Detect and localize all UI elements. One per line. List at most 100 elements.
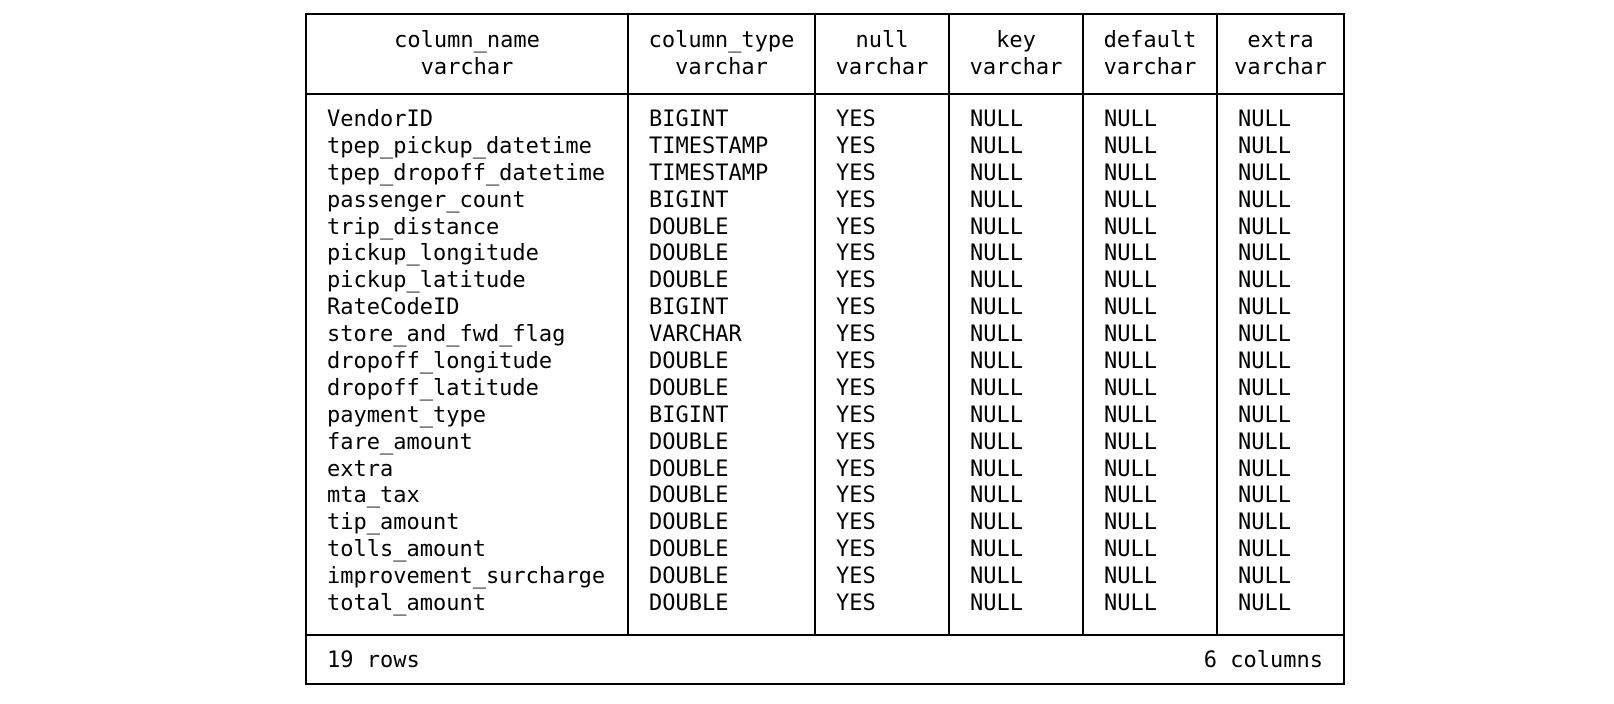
table-cell: DOUBLE — [649, 241, 729, 267]
table-cell: DOUBLE — [649, 429, 729, 455]
table-cell: NULL — [1238, 160, 1291, 186]
column-header-type: varchar — [969, 55, 1063, 80]
column-header-type: varchar — [1103, 55, 1197, 80]
table-cell: YES — [836, 107, 876, 132]
table-cell: NULL — [1238, 456, 1291, 482]
table-cell: NULL — [1104, 564, 1157, 590]
table-cell: NULL — [1104, 295, 1157, 321]
table-cell: YES — [836, 295, 876, 321]
table-cell: NULL — [970, 107, 1023, 132]
table-cell: NULL — [1104, 160, 1157, 186]
table-cell: tip_amount — [327, 510, 460, 536]
table-cell: NULL — [1104, 349, 1157, 375]
table-cell: TIMESTAMP — [649, 133, 769, 159]
table-cell: NULL — [970, 375, 1023, 401]
table-footer: 19 rows 6 columns — [307, 634, 1343, 685]
table-cell: payment_type — [327, 402, 486, 428]
table-cell: DOUBLE — [649, 591, 729, 617]
table-cell: NULL — [1238, 268, 1291, 294]
table-cell: NULL — [970, 322, 1023, 348]
table-cell: NULL — [1104, 241, 1157, 267]
table-cell: NULL — [1238, 429, 1291, 455]
table-cell: YES — [836, 322, 876, 348]
table-cell: NULL — [970, 591, 1023, 617]
table-cell: YES — [836, 375, 876, 401]
table-cell: YES — [836, 133, 876, 159]
column-header-type: varchar — [675, 55, 768, 80]
table-cell: NULL — [1238, 133, 1291, 159]
table-cell: VARCHAR — [649, 322, 742, 348]
table-cell: NULL — [1104, 456, 1157, 482]
row-count: 19 rows — [327, 648, 420, 673]
table-cell: DOUBLE — [649, 456, 729, 482]
table-cell: NULL — [1104, 429, 1157, 455]
table-cell: YES — [836, 268, 876, 294]
table-cell: VendorID — [327, 107, 433, 132]
table-cell: improvement_surcharge — [327, 564, 606, 590]
table-cell: YES — [836, 483, 876, 509]
table-cell: NULL — [1104, 187, 1157, 213]
table-cell: DOUBLE — [649, 537, 729, 563]
table-cell: passenger_count — [327, 187, 526, 213]
table-cell: NULL — [1104, 375, 1157, 401]
table-cell: tolls_amount — [327, 537, 486, 563]
table-cell: trip_distance — [327, 214, 500, 240]
table-cell: NULL — [970, 429, 1023, 455]
table-cell: extra — [327, 456, 394, 482]
table-cell: NULL — [1238, 375, 1291, 401]
table-cell: TIMESTAMP — [649, 160, 769, 186]
table-cell: DOUBLE — [649, 214, 729, 240]
table-cell: NULL — [970, 483, 1023, 509]
table-cell: NULL — [1104, 268, 1157, 294]
table-cell: NULL — [1104, 510, 1157, 536]
table-cell: fare_amount — [327, 429, 473, 455]
table-cell: NULL — [1104, 133, 1157, 159]
table-cell: YES — [836, 214, 876, 240]
table-cell: YES — [836, 510, 876, 536]
table-cell: tpep_pickup_datetime — [327, 133, 592, 159]
table-cell: YES — [836, 456, 876, 482]
table-cell: NULL — [970, 402, 1023, 428]
table-cell: pickup_latitude — [327, 268, 526, 294]
column-header-name: key — [996, 28, 1036, 53]
table-cell: YES — [836, 429, 876, 455]
column-header-name: column_type — [648, 28, 795, 53]
table-cell: YES — [836, 402, 876, 428]
table-cell: NULL — [1238, 214, 1291, 240]
table-cell: NULL — [970, 241, 1023, 267]
table-cell: YES — [836, 591, 876, 617]
table-cell: NULL — [970, 295, 1023, 321]
table-cell: total_amount — [327, 591, 486, 617]
table-cell: NULL — [970, 456, 1023, 482]
table-cell: NULL — [1104, 402, 1157, 428]
table-cell: NULL — [970, 133, 1023, 159]
table-cell: DOUBLE — [649, 483, 729, 509]
table-cell: BIGINT — [649, 295, 729, 321]
column-header-name: column_name — [394, 28, 540, 53]
table-cell: YES — [836, 187, 876, 213]
column-header-type: varchar — [835, 55, 929, 80]
table-cell: NULL — [1238, 349, 1291, 375]
table-cell: NULL — [1238, 322, 1291, 348]
table-cell: BIGINT — [649, 187, 729, 213]
table-cell: NULL — [1104, 537, 1157, 563]
table-cell: DOUBLE — [649, 510, 729, 536]
table-cell: NULL — [970, 564, 1023, 590]
table-cell: NULL — [1104, 214, 1157, 240]
table-cell: dropoff_longitude — [327, 349, 553, 375]
table-cell: NULL — [1238, 591, 1291, 617]
table-cell: NULL — [1238, 187, 1291, 213]
table-cell: YES — [836, 564, 876, 590]
column-header-name: null — [855, 28, 909, 53]
